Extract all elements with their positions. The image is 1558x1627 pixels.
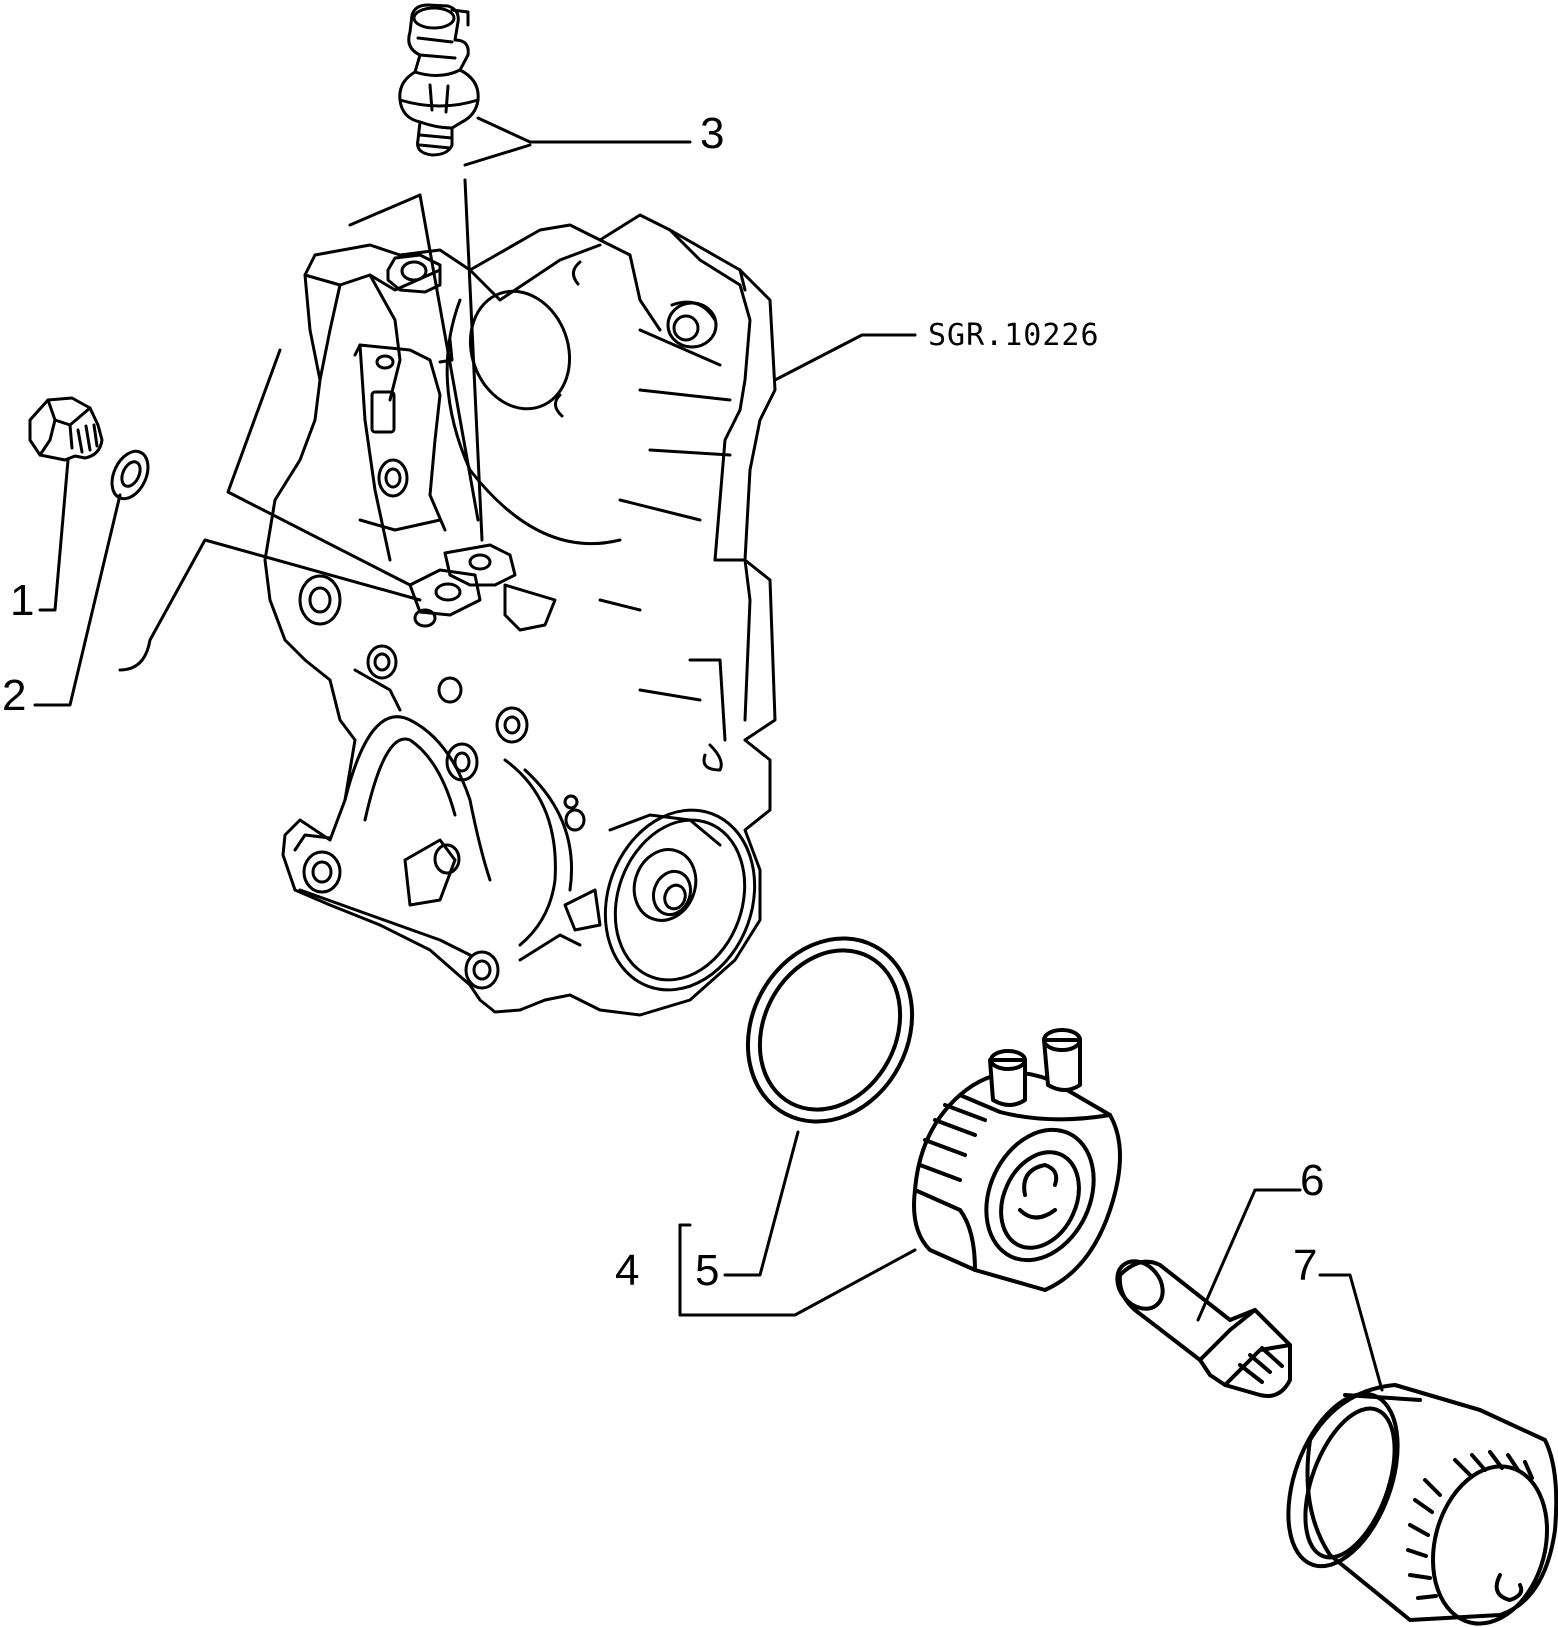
callout-6: 6 <box>1300 1156 1324 1205</box>
washer-icon <box>110 449 150 501</box>
plug-bolt-icon <box>28 396 104 462</box>
callout-1: 1 <box>10 576 34 625</box>
seal-ring-icon <box>745 936 915 1124</box>
engine-cover-housing-icon <box>263 213 777 1017</box>
callout-labels: 1 2 3 4 5 6 7 SGR.10226 <box>2 109 1324 1295</box>
reference-code: SGR.10226 <box>928 318 1100 353</box>
callout-3: 3 <box>700 109 724 158</box>
oil-cooler-assembly-icon <box>912 1028 1122 1292</box>
callout-5: 5 <box>695 1246 719 1295</box>
callout-7: 7 <box>1293 1241 1317 1290</box>
leader-lines <box>33 116 1384 1392</box>
callout-4: 4 <box>615 1246 639 1295</box>
pressure-switch-icon <box>398 3 480 157</box>
callout-2: 2 <box>2 671 26 720</box>
oil-filter-icon <box>1286 1383 1558 1626</box>
union-fitting-icon <box>1115 1259 1292 1398</box>
